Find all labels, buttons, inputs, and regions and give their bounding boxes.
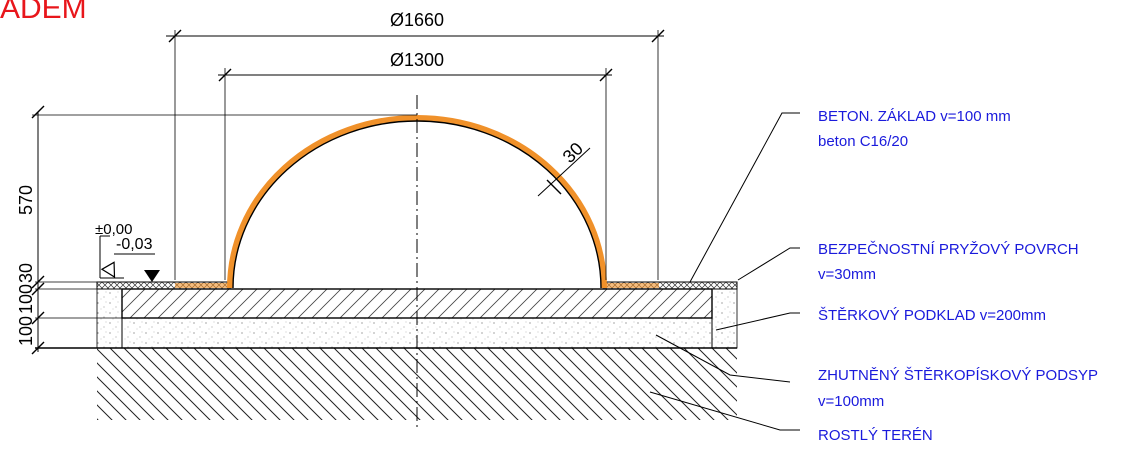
- inner-diameter-label: Ø1300: [390, 50, 444, 70]
- drawing-title: ADEM: [0, 0, 87, 25]
- dimension-inner-diameter: Ø1300: [218, 50, 613, 280]
- gravel-label: ŠTĚRKOVÝ PODKLAD v=200mm: [818, 307, 1046, 324]
- dimension-height: 570 30 100 100: [16, 105, 417, 355]
- outer-diameter-label: Ø1660: [390, 10, 444, 30]
- level-minus-label: -0,03: [116, 236, 153, 253]
- side-fill: [96, 288, 738, 349]
- concrete-label-line1: BETON. ZÁKLAD v=100 mm: [818, 108, 1011, 125]
- level-marks: ±0,00 -0,03: [95, 221, 166, 283]
- shell-thickness-label: 30: [559, 139, 587, 167]
- leader-lines: [649, 112, 800, 431]
- layer-gravel-label: 100: [16, 316, 36, 346]
- layer-base-label: 100: [16, 284, 36, 314]
- rubber-label-line2: v=30mm: [818, 266, 876, 283]
- rubber-label-line1: BEZPEČNOSTNÍ PRYŽOVÝ POVRCH: [818, 241, 1079, 258]
- layer-surface-label: 30: [16, 263, 36, 283]
- concrete-label-line2: beton C16/20: [818, 133, 908, 150]
- dimension-outer-diameter: Ø1660: [166, 10, 665, 280]
- subbase-label-line2: v=100mm: [818, 393, 884, 410]
- height-label: 570: [16, 185, 36, 215]
- level-zero-label: ±0,00: [95, 221, 132, 238]
- subbase-label-line1: ZHUTNĚNÝ ŠTĚRKOPÍSKOVÝ PODSYP: [818, 367, 1098, 384]
- annotations: BETON. ZÁKLAD v=100 mm beton C16/20 BEZP…: [818, 108, 1098, 444]
- soil-label: ROSTLÝ TERÉN: [818, 427, 933, 444]
